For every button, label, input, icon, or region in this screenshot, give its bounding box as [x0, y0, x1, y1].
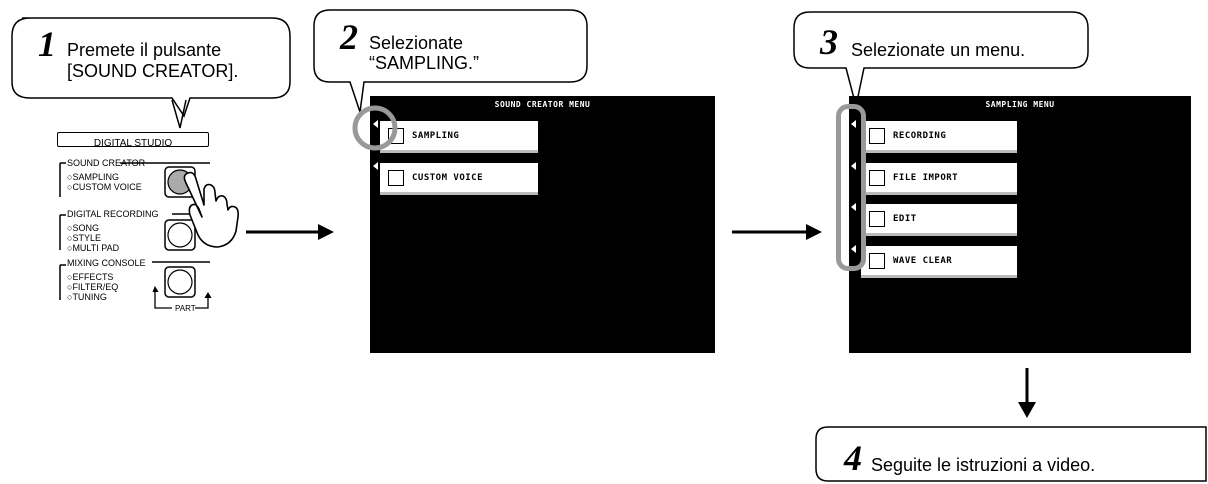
menu-item-edit-label: EDIT: [893, 214, 917, 224]
screen2-item2-arrow-icon: [851, 162, 856, 170]
pointing-hand-icon: [183, 171, 239, 248]
menu-item-wave-clear[interactable]: WAVE CLEAR: [861, 246, 1017, 278]
menu-item-custom-voice-label: CUSTOM VOICE: [412, 173, 484, 183]
screen2-title: SAMPLING MENU: [985, 100, 1055, 109]
menu-item-file-import-label: FILE IMPORT: [893, 173, 959, 183]
custom-voice-icon: [388, 170, 404, 186]
step4-text: Seguite le istruzioni a video.: [871, 455, 1096, 475]
menu-item-recording-label: RECORDING: [893, 131, 947, 141]
step1-text-line2: [SOUND CREATOR].: [67, 61, 239, 81]
menu-item-edit[interactable]: EDIT: [861, 204, 1017, 236]
wave-clear-icon: [869, 253, 885, 269]
step1-text-line1: Premete il pulsante: [67, 40, 222, 60]
step1-number: 1: [38, 24, 56, 64]
file-import-icon: [869, 170, 885, 186]
screen2-item1-arrow-icon: [851, 120, 856, 128]
step1-connector: [171, 99, 187, 129]
step2-callout-bubble: [313, 9, 588, 113]
sampling-menu-screen: SAMPLING MENU RECORDING FILE IMPORT EDIT…: [849, 96, 1191, 353]
menu-item-sampling[interactable]: SAMPLING: [380, 121, 538, 153]
screen1-highlight-circle: [352, 105, 398, 151]
menu-item-file-import[interactable]: FILE IMPORT: [861, 163, 1017, 195]
step3-text: Selezionate un menu.: [851, 40, 1026, 60]
part-label: PART: [175, 304, 196, 313]
digital-studio-header: DIGITAL STUDIO: [57, 132, 209, 149]
menu-item-recording[interactable]: RECORDING: [861, 121, 1017, 153]
step2-number: 2: [340, 17, 358, 57]
sound-creator-menu-screen: SOUND CREATOR MENU SAMPLING CUSTOM VOICE: [370, 96, 715, 353]
menu-item-wave-clear-label: WAVE CLEAR: [893, 256, 953, 266]
panel-group-digital-recording-title: DIGITAL RECORDING: [67, 209, 159, 219]
screen1-item2-arrow-icon: [373, 162, 378, 170]
panel-group-mixing-console-title: MIXING CONSOLE: [67, 258, 146, 268]
panel-group-brackets: [59, 162, 210, 300]
screen2-item4-arrow-icon: [851, 245, 856, 253]
step3-callout-bubble: [793, 11, 1089, 107]
arrow-down-icon: [1018, 368, 1036, 418]
arrow-right-2-icon: [732, 224, 822, 240]
panel-item-effects: ○EFFECTS: [67, 272, 114, 282]
arrow-right-1-icon: [246, 224, 334, 240]
panel-group-sound-creator-title: SOUND CREATOR: [67, 158, 146, 168]
panel-item-multi-pad: ○MULTI PAD: [67, 243, 120, 253]
step2-text-line2: “SAMPLING.”: [369, 53, 480, 73]
step4-number: 4: [844, 438, 862, 478]
step1-callout-bubble: [11, 17, 291, 118]
edit-icon: [869, 211, 885, 227]
step2-text-line1: Selezionate: [369, 33, 464, 53]
screen2-highlight-box: [836, 104, 866, 271]
panel-item-style: ○STYLE: [67, 233, 101, 243]
panel-buttons: [152, 166, 212, 309]
panel-item-filter-eq: ○FILTER/EQ: [67, 282, 119, 292]
screen2-item3-arrow-icon: [851, 203, 856, 211]
screen1-item1-arrow-icon: [373, 120, 378, 128]
panel-item-song: ○SONG: [67, 223, 99, 233]
step3-number: 3: [820, 22, 838, 62]
panel-item-tuning: ○TUNING: [67, 292, 107, 302]
screen1-title: SOUND CREATOR MENU: [494, 100, 591, 109]
digital-studio-label: DIGITAL STUDIO: [93, 138, 173, 149]
recording-icon: [869, 128, 885, 144]
panel-item-custom-voice: ○CUSTOM VOICE: [67, 182, 142, 192]
step4-callout-bubble: [815, 426, 1207, 482]
menu-item-sampling-label: SAMPLING: [412, 131, 460, 141]
panel-item-sampling: ○SAMPLING: [67, 172, 119, 182]
menu-item-custom-voice[interactable]: CUSTOM VOICE: [380, 163, 538, 195]
